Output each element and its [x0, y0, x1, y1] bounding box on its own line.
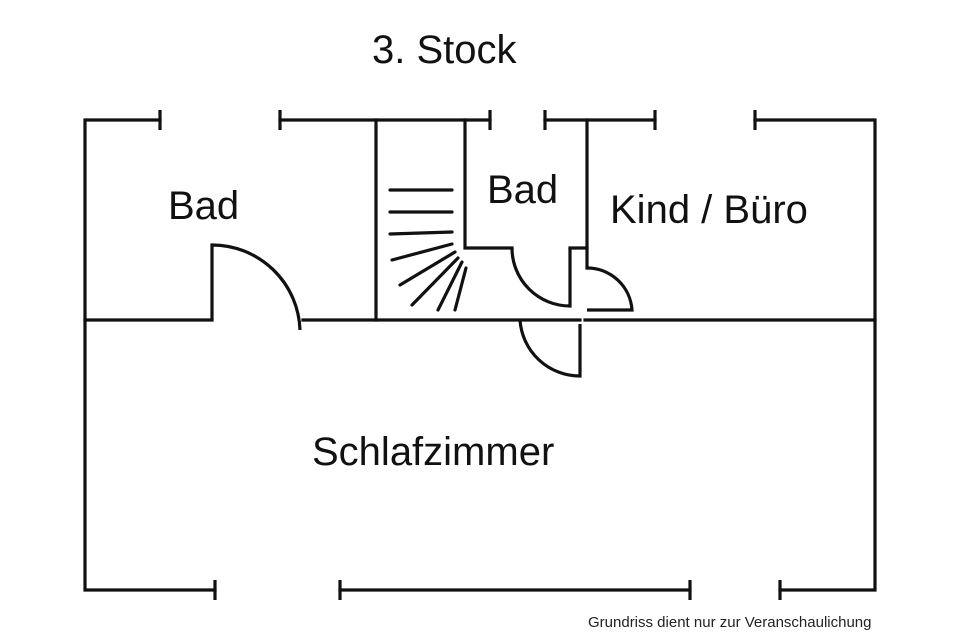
right-wall — [753, 118, 877, 592]
door-kind-buero — [586, 266, 634, 312]
footnote: Grundriss dient nur zur Veranschaulichun… — [588, 614, 872, 631]
room-label-bad-small: Bad — [487, 168, 559, 212]
stair-step — [388, 230, 454, 236]
door-bad-left — [210, 243, 302, 331]
staircase — [388, 188, 468, 312]
room-label-schlafzimmer: Schlafzimmer — [312, 430, 555, 474]
doors — [210, 243, 634, 378]
room-label-kind-buero: Kind / Büro — [610, 188, 808, 232]
top-wall-left-segment — [83, 118, 217, 592]
small-bath-walls — [463, 118, 514, 250]
stair-step — [453, 266, 468, 312]
stair-step — [398, 250, 457, 287]
stair-step — [436, 260, 464, 312]
stair-step — [410, 256, 460, 307]
outer-walls — [83, 110, 877, 600]
interior-walls — [83, 118, 877, 322]
room-label-bad-left: Bad — [168, 184, 240, 228]
door-schlafzimmer — [518, 319, 582, 378]
floor-title: 3. Stock — [372, 28, 517, 72]
door-bad-small — [510, 247, 572, 308]
stair-step — [390, 242, 454, 262]
